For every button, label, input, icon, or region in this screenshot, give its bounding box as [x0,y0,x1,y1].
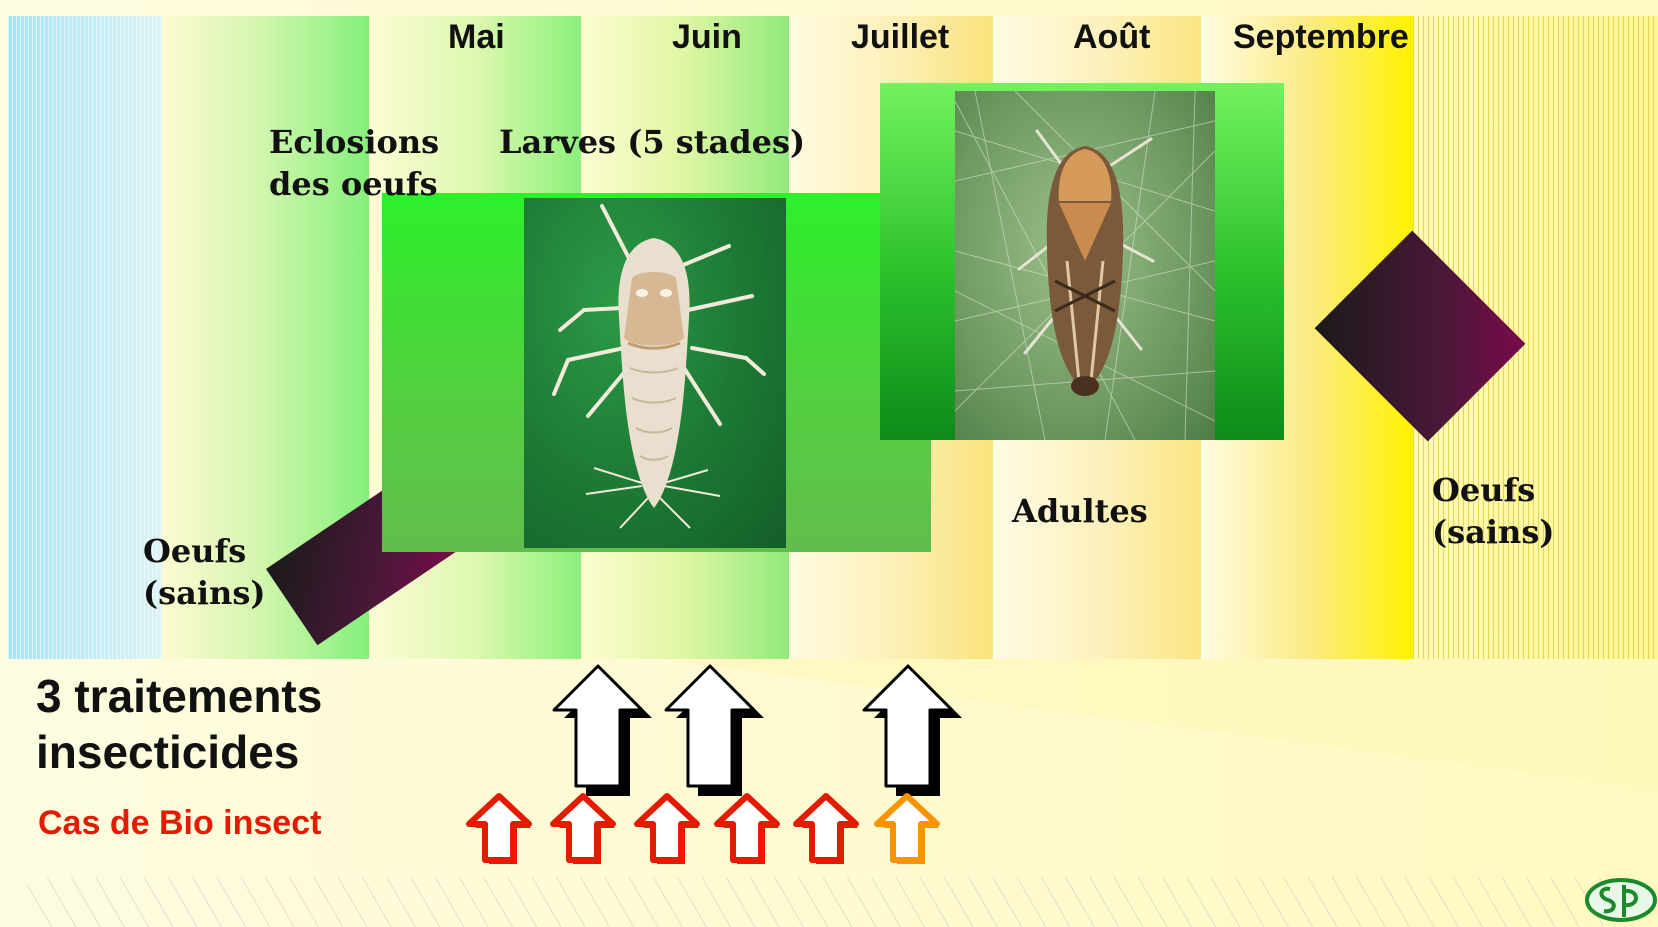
bio-arrow-5 [796,796,858,864]
bio-arrow-2 [553,796,615,864]
bio-arrow-6 [877,796,939,864]
bottom-hatch-strip [28,877,1608,927]
treatment-arrow-2 [666,666,764,796]
bio-arrow-1 [469,796,531,864]
sp-logo-icon [1584,873,1658,923]
bio-arrow-4 [717,796,779,864]
treatment-arrow-1 [554,666,652,796]
bio-arrow-3 [637,796,699,864]
treatment-arrow-3 [864,666,962,796]
